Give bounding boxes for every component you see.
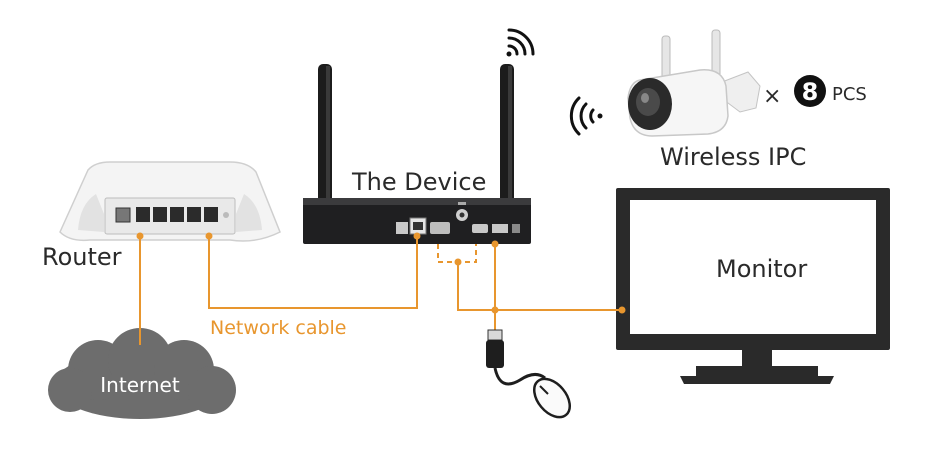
usb-plug-icon bbox=[486, 329, 504, 368]
camera-count-number: 8 bbox=[802, 78, 819, 106]
camera-times-sign: × bbox=[763, 84, 781, 109]
internet-cloud bbox=[48, 328, 236, 419]
monitor-label: Monitor bbox=[716, 255, 807, 283]
camera-count-badge bbox=[794, 75, 826, 107]
router-label: Router bbox=[42, 243, 122, 271]
internet-label: Internet bbox=[100, 373, 180, 397]
network-cable-label: Network cable bbox=[210, 317, 347, 339]
device-label: The Device bbox=[351, 168, 486, 196]
network-cable bbox=[208, 236, 418, 309]
router bbox=[59, 161, 281, 242]
monitor bbox=[616, 188, 890, 384]
mouse-icon bbox=[533, 377, 571, 419]
mouse-cord bbox=[493, 367, 546, 386]
video-cable bbox=[457, 262, 622, 311]
cable-dots bbox=[136, 232, 626, 314]
camera-label: Wireless IPC bbox=[660, 143, 806, 171]
device bbox=[303, 64, 531, 244]
camera-image bbox=[627, 29, 761, 137]
wifi-signal-icon bbox=[506, 28, 535, 57]
wifi-receive-icon bbox=[569, 96, 603, 136]
camera-count-unit: PCS bbox=[832, 84, 867, 105]
